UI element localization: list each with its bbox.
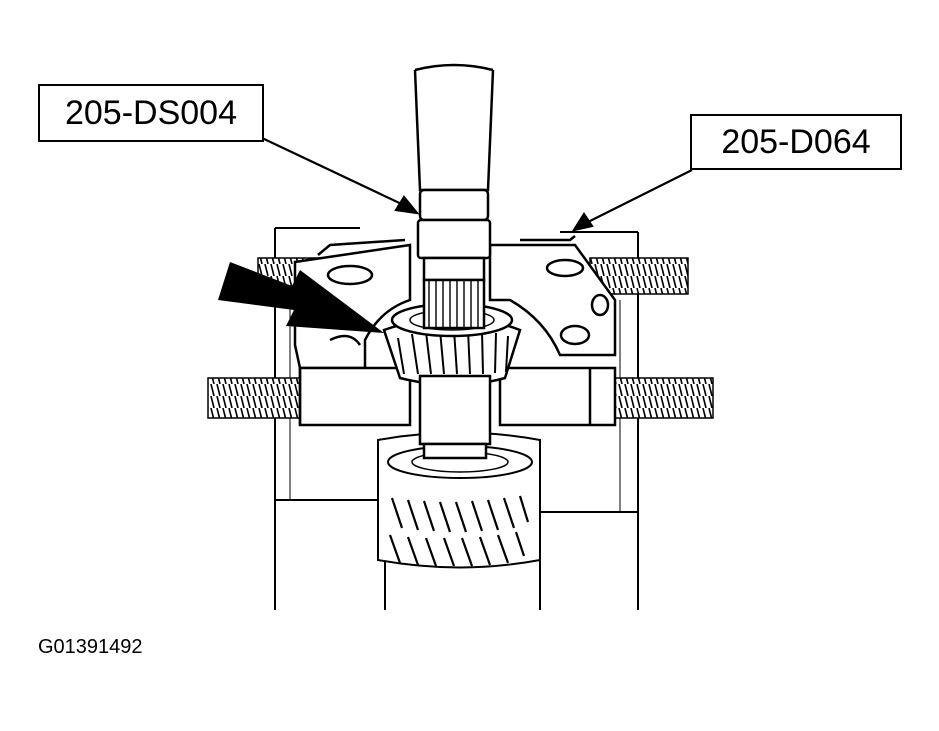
main-shaft xyxy=(413,63,495,460)
tool-label-205-d064: 205-D064 xyxy=(690,114,902,170)
threaded-rod-lower xyxy=(207,377,714,419)
figure-id: G01391492 xyxy=(38,636,143,658)
fixture-housing xyxy=(274,227,639,610)
leader-lines xyxy=(261,137,693,232)
tool-label-205-ds004: 205-DS004 xyxy=(38,84,264,142)
bearing-separator xyxy=(293,235,617,427)
indicator-arrow xyxy=(218,262,384,333)
